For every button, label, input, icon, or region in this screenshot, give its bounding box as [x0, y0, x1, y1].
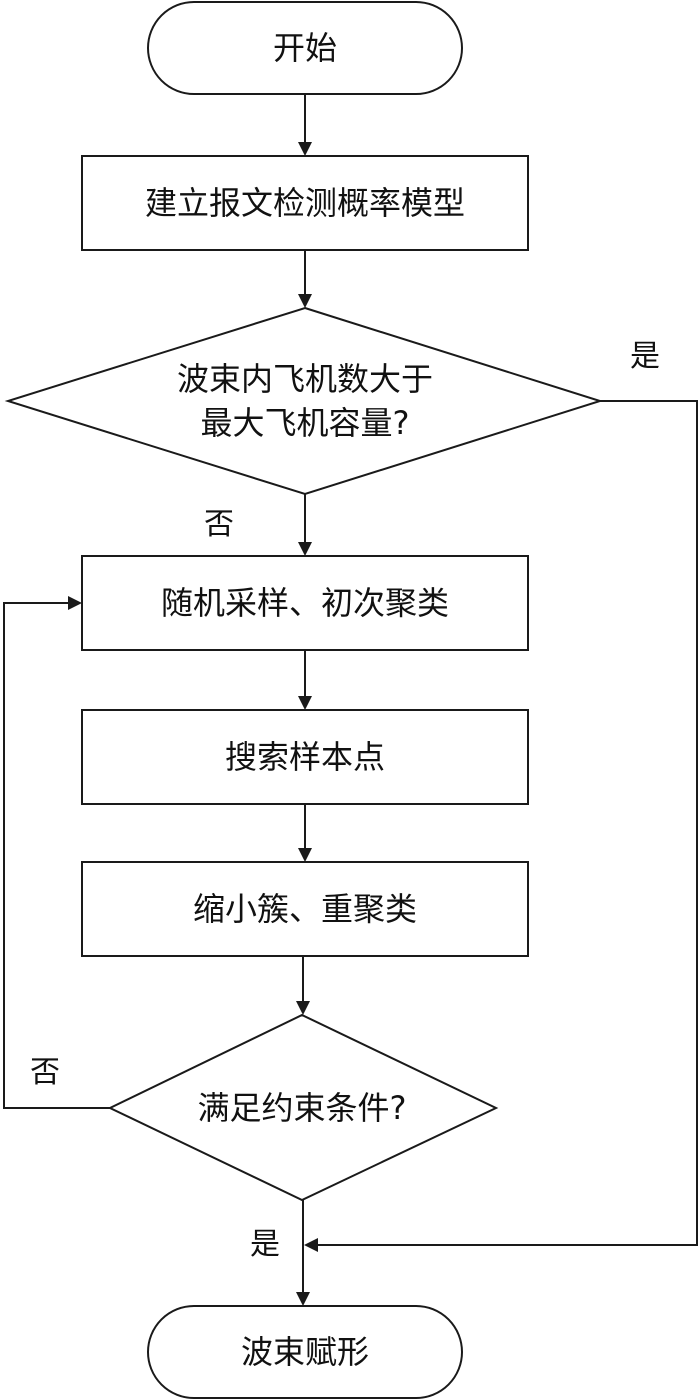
- capacity-check-line-2: 最大飞机容量?: [200, 404, 410, 442]
- connector-constraint-no-loop: [3, 602, 110, 1109]
- constraint-check-decision: 满足约束条件?: [197, 1089, 407, 1127]
- build-model-step: 建立报文检测概率模型: [144, 184, 465, 222]
- initial-clustering-step: 随机采样、初次聚类: [160, 584, 449, 622]
- capacity-yes-label: 是: [630, 339, 660, 374]
- search-samples-step: 搜索样本点: [224, 738, 385, 776]
- constraint-yes-label: 是: [250, 1227, 280, 1262]
- arrowhead: [68, 596, 82, 610]
- capacity-check-line-1: 波束内飞机数大于: [176, 360, 433, 398]
- arrowhead: [298, 848, 312, 862]
- arrowhead: [298, 142, 312, 156]
- arrowhead: [296, 1001, 310, 1015]
- arrowhead: [296, 1292, 310, 1306]
- arrowhead: [298, 294, 312, 308]
- build-model-box-shape: [81, 155, 529, 251]
- capacity-check-decision: 波束内飞机数大于 最大飞机容量?: [100, 340, 510, 462]
- start-terminal: 开始: [272, 29, 337, 67]
- beamforming-terminal: 波束赋形: [240, 1333, 369, 1371]
- arrowhead: [298, 696, 312, 710]
- arrowhead: [298, 542, 312, 556]
- shrink-recluster-step: 缩小簇、重聚类: [192, 890, 417, 928]
- arrowhead: [304, 1238, 318, 1252]
- connector-capacity-yes: [318, 400, 698, 1246]
- constraint-no-label: 否: [30, 1055, 60, 1090]
- beamforming-terminal-shape: [147, 1305, 463, 1399]
- capacity-no-label: 否: [204, 507, 234, 542]
